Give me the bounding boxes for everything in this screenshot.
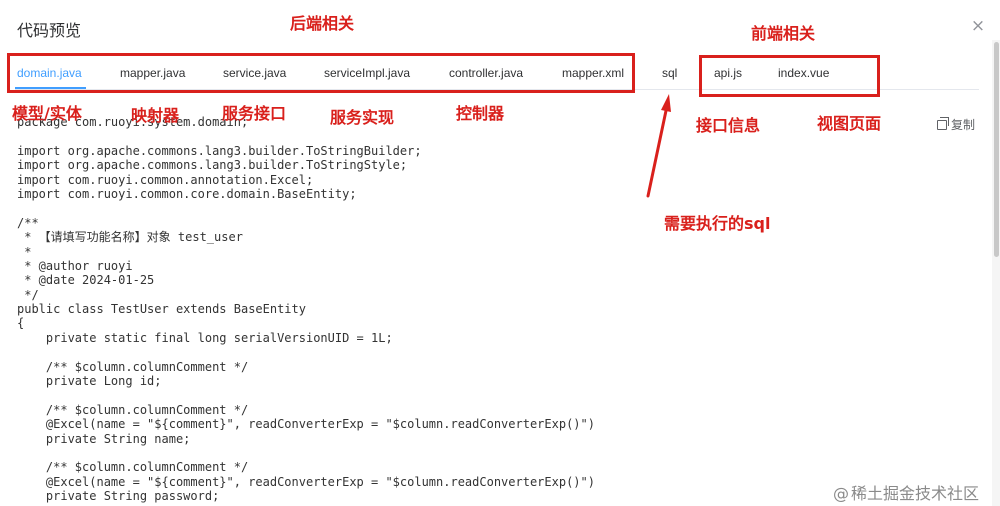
code-line: @Excel(name = "${comment}", readConverte… [17, 417, 595, 432]
model-entity-annotation: 模型/实体 [12, 104, 82, 123]
close-icon[interactable]: × [970, 16, 986, 36]
controller-annotation: 控制器 [456, 104, 505, 123]
code-line [17, 388, 937, 402]
code-line: /** $column.columnComment */ [17, 402, 249, 417]
backend-files-highlight-box [7, 53, 635, 93]
frontend-header-annotation: 前端相关 [751, 24, 816, 43]
arrow-to-sql-tab [646, 94, 671, 198]
copy-label: 复制 [951, 118, 976, 132]
code-line: { [17, 316, 25, 331]
code-line: * 【请填写功能名称】对象 test_user [17, 230, 243, 245]
backend-header-annotation: 后端相关 [290, 14, 355, 33]
code-line: package com.ruoyi.system.domain; [17, 115, 249, 129]
view-page-annotation: 视图页面 [817, 114, 882, 133]
tab-serviceimpl-java[interactable]: serviceImpl.java [324, 66, 411, 80]
copy-icon [937, 117, 949, 130]
dialog-title: 代码预览 [17, 21, 82, 40]
code-line: private Long id; [17, 374, 162, 389]
tabs-divider [15, 89, 979, 90]
code-line: */ [17, 287, 39, 302]
tab-domain-java[interactable]: domain.java [17, 66, 82, 80]
tab-service-java[interactable]: service.java [223, 66, 287, 80]
watermark: @稀土掘金技术社区 [833, 480, 979, 504]
code-line [17, 446, 937, 460]
code-line [17, 201, 937, 215]
service-impl-annotation: 服务实现 [330, 108, 395, 127]
tab-api-js[interactable]: api.js [714, 66, 743, 80]
code-line: /** [17, 215, 39, 230]
scrollbar-thumb[interactable] [994, 42, 999, 257]
active-tab-indicator [15, 87, 86, 89]
tab-sql[interactable]: sql [662, 66, 678, 80]
code-line: /** $column.columnComment */ [17, 359, 249, 374]
code-line [17, 345, 937, 359]
code-line: import org.apache.commons.lang3.builder.… [17, 158, 408, 173]
watermark-text: 稀土掘金技术社区 [851, 484, 980, 503]
mapper-annotation: 映射器 [131, 106, 180, 125]
file-tabs: domain.java mapper.java service.java ser… [0, 58, 980, 90]
code-line: private static final long serialVersionU… [17, 330, 393, 345]
code-line: public class TestUser extends BaseEntity [17, 302, 306, 317]
code-line: @Excel(name = "${comment}", readConverte… [17, 474, 595, 489]
tab-mapper-xml[interactable]: mapper.xml [562, 66, 625, 80]
sql-note-annotation: 需要执行的sql [664, 214, 771, 233]
code-line: * @date 2024-01-25 [17, 273, 155, 288]
code-line: /** $column.columnComment */ [17, 460, 249, 475]
code-line: import org.apache.commons.lang3.builder.… [17, 143, 422, 158]
service-interface-annotation: 服务接口 [222, 104, 287, 123]
code-viewer: package com.ruoyi.system.domain; import o… [17, 115, 937, 506]
code-line: import com.ruoyi.common.core.domain.Base… [17, 186, 357, 201]
watermark-at: @ [833, 484, 849, 503]
code-line: private String password; [17, 489, 220, 504]
tab-mapper-java[interactable]: mapper.java [120, 66, 186, 80]
tab-index-vue[interactable]: index.vue [778, 66, 830, 80]
scrollbar-track [992, 40, 1000, 506]
api-info-annotation: 接口信息 [696, 116, 761, 135]
code-line: * [17, 244, 32, 259]
code-line: * @author ruoyi [17, 258, 133, 273]
frontend-files-highlight-box [699, 55, 880, 97]
code-line: private String name; [17, 431, 191, 446]
code-line: import com.ruoyi.common.annotation.Excel… [17, 172, 314, 187]
code-line [17, 129, 937, 143]
copy-button[interactable]: 复制 [937, 116, 975, 133]
tab-controller-java[interactable]: controller.java [449, 66, 524, 80]
